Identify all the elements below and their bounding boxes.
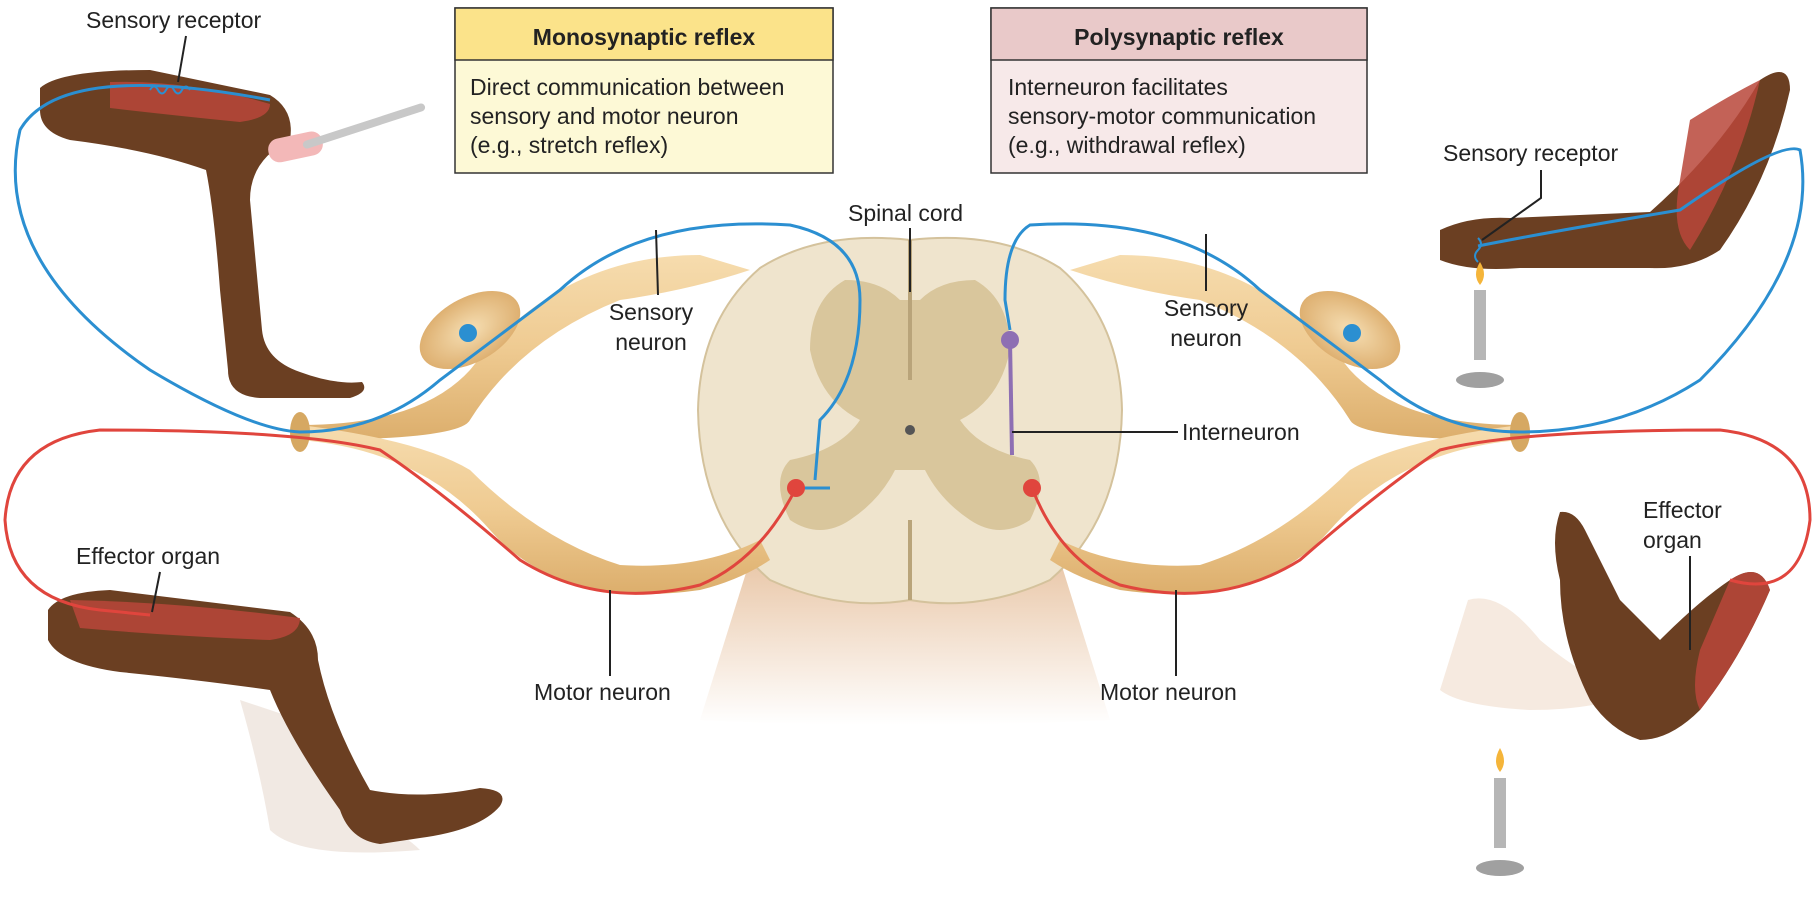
motor-neuron-path-left	[3, 428, 798, 617]
biceps-effector-muscle	[1695, 572, 1770, 710]
label-sensory-neuron-right-2: neuron	[1170, 325, 1242, 351]
ventral-root-right	[1050, 425, 1520, 594]
quadriceps-muscle	[110, 81, 270, 122]
central-canal	[905, 425, 915, 435]
label-motor-neuron-right: Motor neuron	[1100, 679, 1237, 705]
dorsal-root-left	[300, 255, 750, 440]
ventral-root-left	[300, 425, 770, 594]
mono-box-header	[454, 7, 834, 61]
mono-box-title: Monosynaptic reflex	[533, 24, 756, 50]
spinal-gray-matter	[780, 280, 1040, 530]
biceps-muscle	[1676, 80, 1760, 250]
label-sensory-neuron-left-2: neuron	[615, 329, 687, 355]
reflex-hammer	[268, 103, 426, 163]
motor-neuron-path-right	[1030, 428, 1812, 595]
poly-box-line-2: sensory-motor communication	[1008, 103, 1316, 129]
quadriceps-effector-muscle	[70, 600, 300, 640]
mono-box-line-1: Direct communication between	[470, 74, 784, 100]
pathways-right	[1001, 147, 1812, 595]
sensory-cell-body-right	[1343, 324, 1361, 342]
spinal-cord-column	[700, 560, 1110, 725]
label-sensory-receptor-left: Sensory receptor	[86, 7, 261, 33]
label-sensory-neuron-left-1: Sensory	[609, 299, 694, 325]
label-spinal-cord: Spinal cord	[848, 200, 963, 226]
bunsen-burner-top	[1456, 262, 1504, 388]
interneuron-path	[1008, 339, 1014, 456]
bunsen-burner-bottom	[1476, 748, 1524, 876]
label-effector-organ-right-1: Effector	[1643, 497, 1722, 523]
label-effector-organ-right-2: organ	[1643, 527, 1702, 553]
spinal-cord	[696, 236, 1124, 725]
poly-box-title: Polysynaptic reflex	[1074, 24, 1284, 50]
monosynaptic-box: Monosynaptic reflex Direct communication…	[454, 7, 834, 174]
dorsal-root-right	[1070, 255, 1520, 440]
mono-box-line-2: sensory and motor neuron	[470, 103, 739, 129]
label-sensory-neuron-right-1: Sensory	[1164, 295, 1249, 321]
label-interneuron: Interneuron	[1182, 419, 1300, 445]
sensory-neuron-path-left	[13, 83, 862, 481]
polysynaptic-box: Polysynaptic reflex Interneuron facilita…	[990, 7, 1368, 174]
sensory-cell-body-left	[459, 324, 477, 342]
pathways-left	[3, 83, 862, 617]
poly-box-header	[990, 7, 1368, 61]
poly-box-line-3: (e.g., withdrawal reflex)	[1008, 132, 1246, 158]
interneuron-cell-body	[1001, 331, 1019, 349]
label-motor-neuron-left: Motor neuron	[534, 679, 671, 705]
right-lower-arm	[1440, 511, 1770, 876]
label-effector-organ-left: Effector organ	[76, 543, 220, 569]
left-upper-leg	[40, 70, 426, 398]
mono-box-line-3: (e.g., stretch reflex)	[470, 132, 668, 158]
labels: Sensory receptor Sensory receptor Spinal…	[76, 7, 1722, 705]
sensory-receptor-right	[1474, 237, 1482, 263]
right-upper-arm	[1440, 72, 1790, 388]
poly-box-line-1: Interneuron facilitates	[1008, 74, 1228, 100]
sensory-neuron-path-right	[1003, 147, 1805, 434]
label-sensory-receptor-right: Sensory receptor	[1443, 140, 1618, 166]
left-lower-leg	[48, 590, 503, 853]
